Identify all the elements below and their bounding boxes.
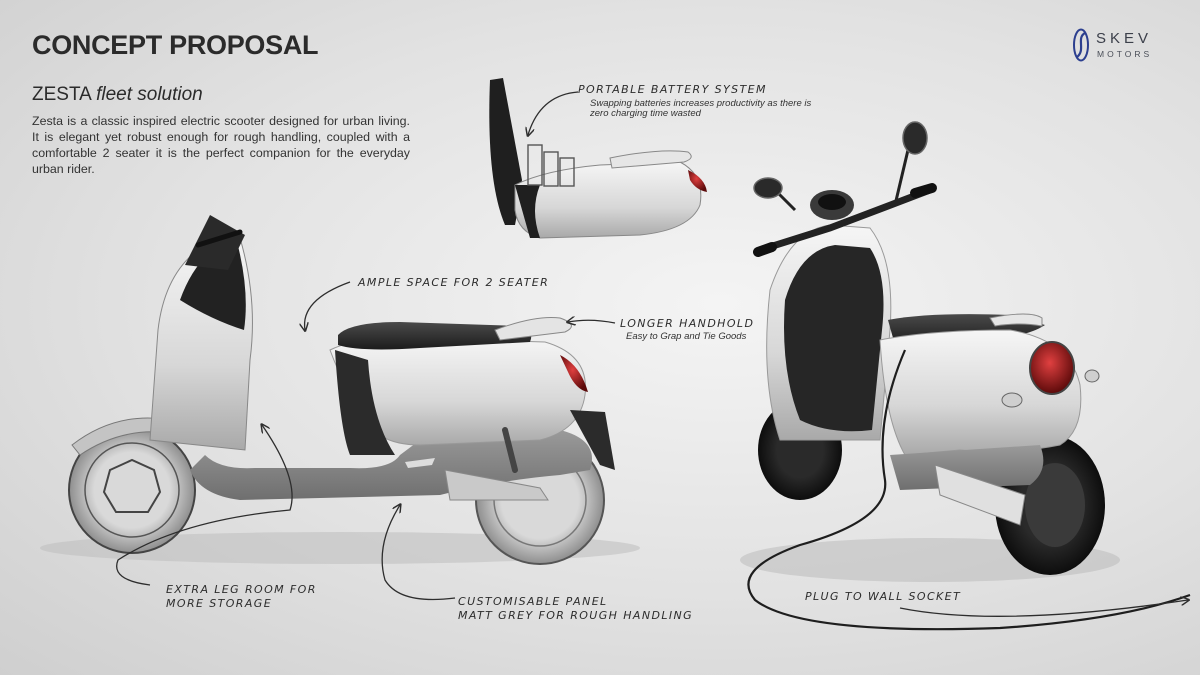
legroom-annotation-line-2: MORE STORAGE [166,597,273,610]
product-tagline: fleet solution [96,84,203,105]
handhold-annotation-note: Easy to Grap and Tie Goods [626,331,747,342]
product-heading: ZESTA fleet solution [32,84,203,106]
seat-annotation: AMPLE SPACE FOR 2 SEATER [358,276,550,289]
annotation-leaders [116,91,1188,617]
handhold-annotation-title: LONGER HANDHOLD [620,317,755,330]
rear-three-quarter-scooter [747,121,1191,631]
product-description: Zesta is a classic inspired electric sco… [32,114,410,176]
skev-logo-icon [1073,28,1089,62]
battery-annotation-note-2: zero charging time wasted [590,108,701,119]
panel-annotation-line-1: CUSTOMISABLE PANEL [458,595,608,608]
battery-annotation-title: PORTABLE BATTERY SYSTEM [578,83,767,96]
panel-annotation-line-2: MATT GREY FOR ROUGH HANDLING [458,609,694,622]
brand-logo: SKEV MOTORS [1072,28,1172,64]
brand-name: SKEV [1096,30,1153,47]
brand-subname: MOTORS [1097,49,1153,59]
page-title: CONCEPT PROPOSAL [32,30,319,60]
product-name: ZESTA [32,84,91,105]
battery-annotation-note-1: Swapping batteries increases productivit… [590,98,812,109]
side-view-scooter [68,215,615,565]
plug-annotation: PLUG TO WALL SOCKET [805,590,962,603]
legroom-annotation-line-1: EXTRA LEG ROOM FOR [166,583,317,596]
battery-module-view [489,78,707,239]
